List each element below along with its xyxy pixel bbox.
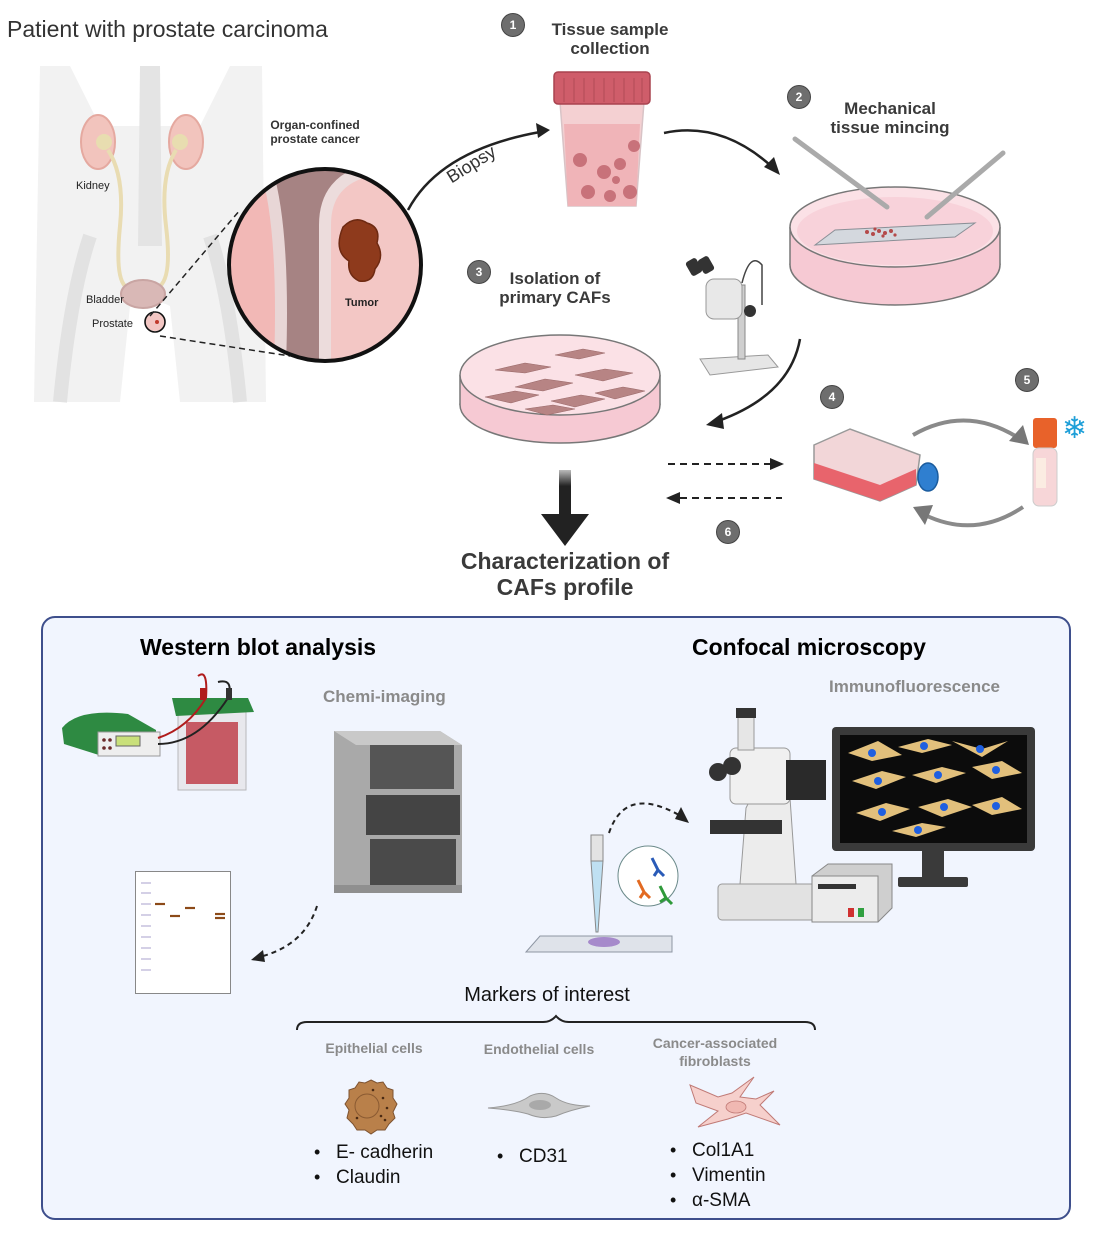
markers-title: Markers of interest — [464, 984, 630, 1006]
prostate-label: Prostate — [92, 318, 133, 330]
cryovial-icon — [1032, 418, 1058, 507]
step-4-badge: 4 — [820, 385, 844, 409]
bladder-icon — [120, 279, 166, 309]
arrow-step1-to-step2 — [663, 129, 780, 175]
zoom-dashed-lines — [149, 209, 291, 357]
endothelial-cell-icon — [487, 1092, 591, 1119]
marker-alpha-sma: α-SMA — [670, 1188, 766, 1213]
chemi-imaging-label: Chemi-imaging — [323, 687, 446, 706]
marker-group-endothelial-heading: Endothelial cells — [465, 1040, 613, 1058]
confocal-title: Confocal microscopy — [692, 634, 926, 660]
bladder-label: Bladder — [86, 294, 124, 306]
western-blot-title: Western blot analysis — [140, 634, 377, 660]
marker-col1a1: Col1A1 — [670, 1138, 766, 1163]
western-blot-membrane-icon — [135, 871, 231, 994]
patient-title: Patient with prostate carcinoma — [7, 16, 328, 42]
epithelial-marker-list: E- cadherin Claudin — [314, 1140, 433, 1190]
dashed-arrow-imager-to-blot — [251, 905, 318, 962]
snowflake-icon: ❄ — [1062, 412, 1088, 445]
magnified-prostate-circle — [227, 167, 423, 363]
fibroblast-cell-icon — [689, 1076, 781, 1128]
electrophoresis-apparatus-icon — [62, 673, 254, 791]
characterization-line1: Characterization of — [460, 548, 670, 574]
petri-dish-mincing-icon — [789, 136, 1006, 306]
body-silhouette-illustration — [34, 66, 266, 403]
biopsy-arrow — [406, 123, 550, 211]
step-2-title-line2: tissue mincing — [830, 118, 950, 137]
immunofluorescence-label: Immunofluorescence — [829, 677, 1000, 696]
cryo-cycle-arrows — [912, 418, 1029, 528]
kidney-left-icon — [80, 114, 116, 170]
flask-cap-icon — [917, 462, 939, 492]
specimen-cup-icon — [553, 71, 651, 207]
step-2-badge: 2 — [787, 85, 811, 109]
chemi-imager-icon — [334, 731, 462, 893]
pipette-slide-antibody-icon — [524, 834, 679, 953]
marker-cd31: CD31 — [497, 1144, 568, 1169]
kidney-label: Kidney — [76, 180, 110, 192]
organ-confined-line2: prostate cancer — [270, 132, 360, 146]
organ-confined-label: Organ-confined prostate cancer — [250, 118, 380, 146]
confocal-microscope-icon — [709, 708, 826, 921]
tumor-icon — [338, 219, 382, 282]
organ-confined-line1: Organ-confined — [270, 118, 360, 132]
stereo-microscope-icon — [685, 256, 779, 376]
step-3-badge: 3 — [467, 260, 491, 284]
characterization-title: Characterization of CAFs profile — [415, 548, 715, 600]
arrow-step2-to-step3 — [706, 338, 802, 429]
marker-claudin: Claudin — [314, 1165, 433, 1190]
dashed-arrow-slide-to-microscope — [608, 802, 689, 834]
caf-marker-list: Col1A1 Vimentin α-SMA — [670, 1138, 766, 1213]
caf-heading-line1: Cancer-associated — [652, 1035, 778, 1051]
step-6-badge: 6 — [716, 520, 740, 544]
step-3-title: Isolation of primary CAFs — [490, 269, 620, 307]
step-3-title-line1: Isolation of — [509, 269, 601, 288]
marker-vimentin: Vimentin — [670, 1163, 766, 1188]
step-1-title: Tissue sample collection — [535, 20, 685, 58]
epithelial-cell-icon — [344, 1079, 398, 1135]
step-2-title-line1: Mechanical — [844, 99, 936, 118]
step-1-badge: 1 — [501, 13, 525, 37]
tumor-label: Tumor — [345, 297, 379, 309]
markers-brace — [296, 1014, 816, 1031]
fluorescence-monitor-icon — [832, 727, 1035, 887]
culture-flask-icon — [813, 428, 939, 502]
marker-group-caf-heading: Cancer-associated fibroblasts — [640, 1034, 790, 1070]
kidney-right-icon — [168, 114, 204, 170]
step-3-title-line2: primary CAFs — [499, 288, 611, 307]
petri-dish-cafs-icon — [459, 334, 661, 444]
dashed-arrows-step6 — [666, 458, 784, 504]
step-1-title-line2: collection — [570, 39, 650, 58]
marker-e-cadherin: E- cadherin — [314, 1140, 433, 1165]
characterization-line2: CAFs profile — [496, 574, 634, 600]
step-1-title-line1: Tissue sample — [551, 20, 669, 39]
endothelial-heading-line1: Endothelial cells — [483, 1041, 595, 1057]
endothelial-marker-list: CD31 — [497, 1144, 568, 1169]
controller-box-icon — [811, 863, 893, 923]
marker-group-epithelial-heading: Epithelial cells — [300, 1039, 448, 1057]
step-2-title: Mechanical tissue mincing — [815, 99, 965, 137]
down-arrow-to-characterization — [541, 470, 589, 546]
step-5-badge: 5 — [1015, 368, 1039, 392]
epithelial-heading-line1: Epithelial cells — [325, 1040, 423, 1056]
caf-heading-line2: fibroblasts — [679, 1053, 751, 1069]
